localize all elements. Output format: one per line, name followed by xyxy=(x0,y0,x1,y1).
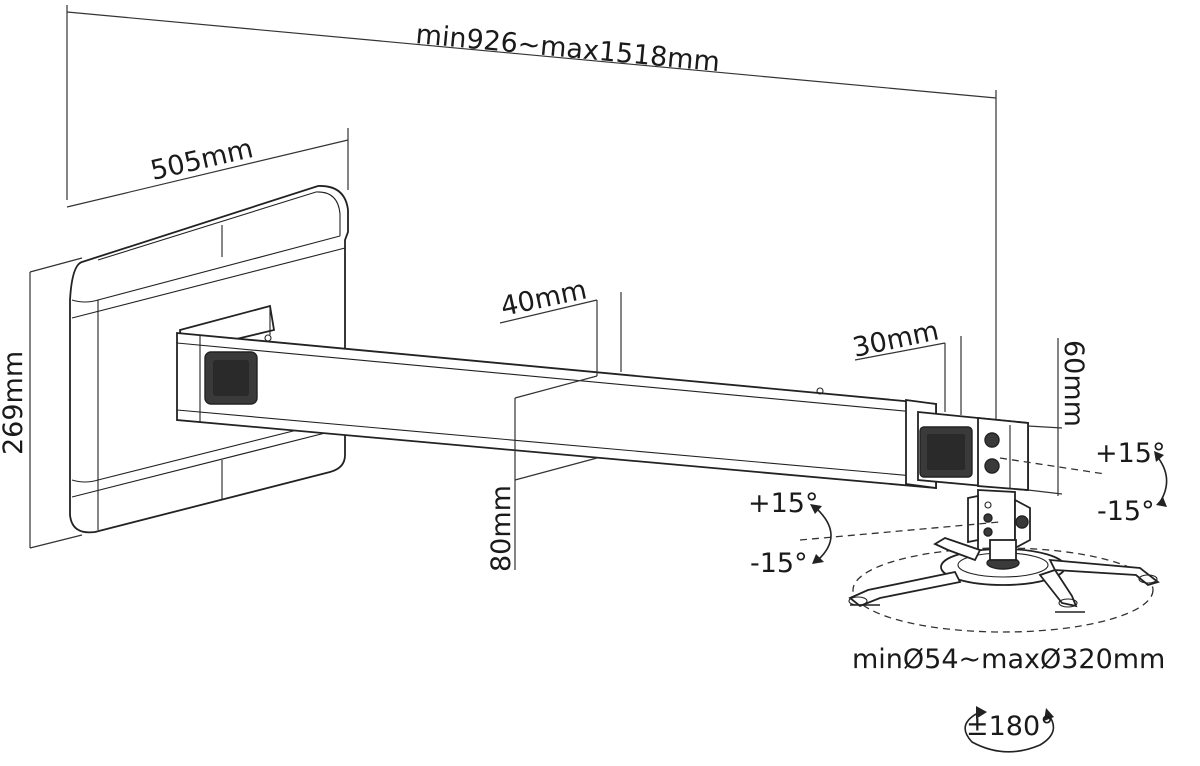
mount-range-label: minØ54~maxØ320mm xyxy=(852,644,1165,675)
spider-mount xyxy=(848,537,1160,633)
arm-height-label: 80mm xyxy=(486,485,517,572)
arm-width-label: 40mm xyxy=(498,274,590,322)
rotation-indicator: ±180° xyxy=(964,706,1055,753)
side-tilt-down-label: -15° xyxy=(1097,496,1155,527)
rotation-label: ±180° xyxy=(966,711,1054,742)
arm-height-dimension: 80mm xyxy=(486,375,598,572)
inner-arm-height-label: 60mm xyxy=(1058,340,1089,427)
plate-height-label: 269mm xyxy=(0,351,29,455)
side-tilt-indicator: +15° -15° xyxy=(999,438,1168,527)
front-tilt-indicator: +15° -15° xyxy=(748,488,832,579)
arm-width-dimension: 40mm xyxy=(498,274,622,376)
total-length-label: min926~max1518mm xyxy=(414,19,721,78)
tilt-column xyxy=(799,489,1031,556)
side-tilt-up-label: +15° xyxy=(1095,438,1165,469)
plate-height-dimension: 269mm xyxy=(0,257,83,549)
front-tilt-up-label: +15° xyxy=(748,488,818,519)
inner-arm-height-dimension: 60mm xyxy=(1027,338,1089,496)
plate-width-label: 505mm xyxy=(148,133,256,187)
inner-arm-width-label: 30mm xyxy=(850,315,942,363)
inner-arm xyxy=(917,411,1029,491)
front-tilt-down-label: -15° xyxy=(750,548,808,579)
